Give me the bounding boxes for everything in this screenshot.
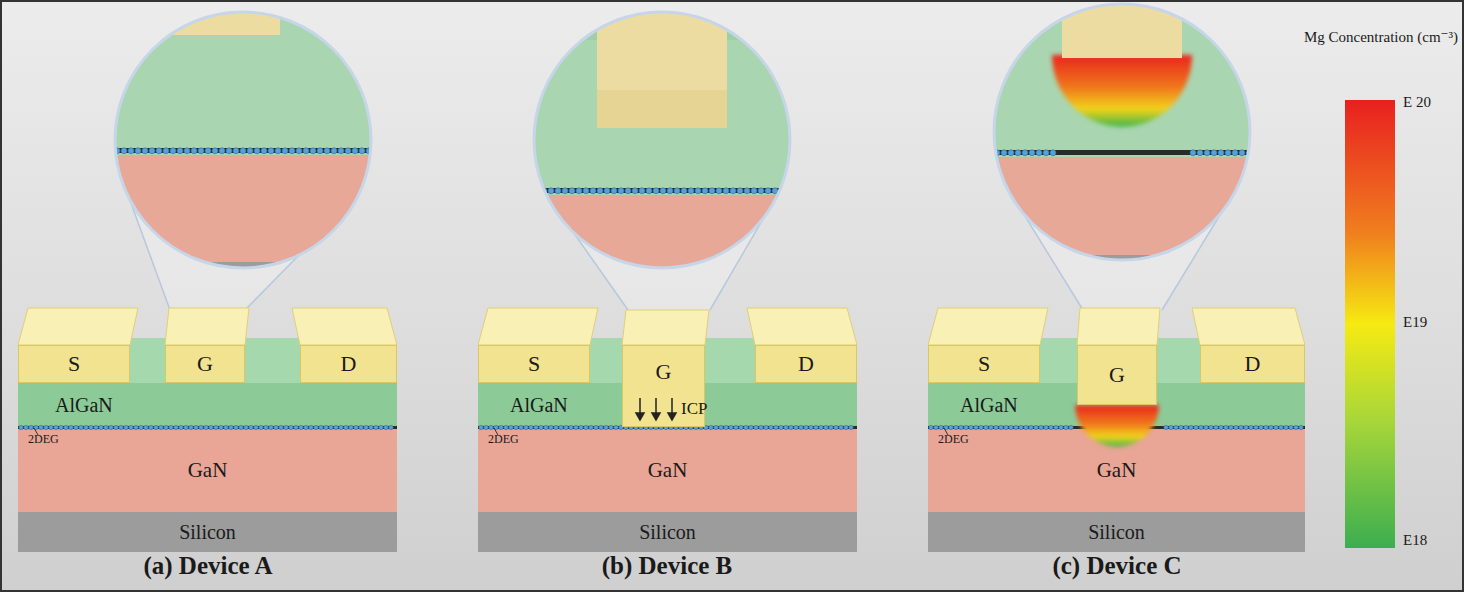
layer-label: Silicon	[179, 521, 236, 544]
device-caption: (c) Device C	[1052, 552, 1181, 580]
magnifier-ring	[115, 12, 371, 268]
layer-label: S	[68, 351, 80, 377]
scale-value: E 20	[1403, 94, 1431, 111]
layer-label: G	[1109, 362, 1125, 388]
layer-label: AlGaN	[510, 394, 568, 417]
layer-label: G	[656, 359, 672, 385]
silicon-substrate: Silicon	[18, 512, 397, 552]
device-caption: (b) Device B	[602, 552, 733, 580]
drain-electrode: D	[1200, 345, 1305, 383]
scale-value: E19	[1403, 314, 1427, 331]
algan-layer: AlGaN	[18, 383, 397, 427]
source-electrode: S	[478, 345, 590, 383]
layer-label: GaN	[1097, 458, 1137, 483]
layer-label: AlGaN	[55, 394, 113, 417]
layer-label: D	[798, 351, 814, 377]
magnifier-ring	[994, 4, 1250, 260]
electrode-top-faces	[18, 308, 1305, 345]
drain-electrode: D	[300, 345, 397, 383]
magnified-view	[527, 0, 800, 290]
algan-top-face	[18, 338, 397, 383]
gate-electrode: G	[1077, 345, 1157, 405]
gate-electrode: G	[165, 345, 245, 383]
drain-electrode: D	[755, 345, 857, 383]
layer-label: G	[197, 351, 213, 377]
magnifier-ring	[534, 12, 790, 268]
gan-layer: GaN	[478, 428, 857, 512]
layer-label: AlGaN	[960, 394, 1018, 417]
device-caption: (a) Device A	[143, 552, 272, 580]
channel-label: 2DEG	[938, 432, 969, 447]
source-electrode: S	[928, 345, 1040, 383]
channel-label: 2DEG	[488, 432, 519, 447]
layer-label: D	[341, 351, 357, 377]
silicon-substrate: Silicon	[928, 512, 1305, 552]
layer-label: Silicon	[1088, 521, 1145, 544]
scale-value: E18	[1403, 532, 1427, 549]
layer-label: GaN	[188, 458, 228, 483]
channel-label: 2DEG	[28, 432, 59, 447]
gan-layer: GaN	[18, 428, 397, 512]
layer-label: GaN	[648, 458, 688, 483]
layer-label: Silicon	[639, 521, 696, 544]
layer-label: S	[978, 351, 990, 377]
layer-label: D	[1245, 351, 1261, 377]
layer-label: S	[528, 351, 540, 377]
colour-bar	[1345, 100, 1395, 548]
legend-title: Mg Concentration (cm⁻³)	[1304, 28, 1458, 46]
source-electrode: S	[18, 345, 130, 383]
silicon-substrate: Silicon	[478, 512, 857, 552]
process-label: ICP	[681, 399, 707, 419]
magnified-view	[987, 0, 1260, 290]
magnified-view	[107, 0, 380, 292]
